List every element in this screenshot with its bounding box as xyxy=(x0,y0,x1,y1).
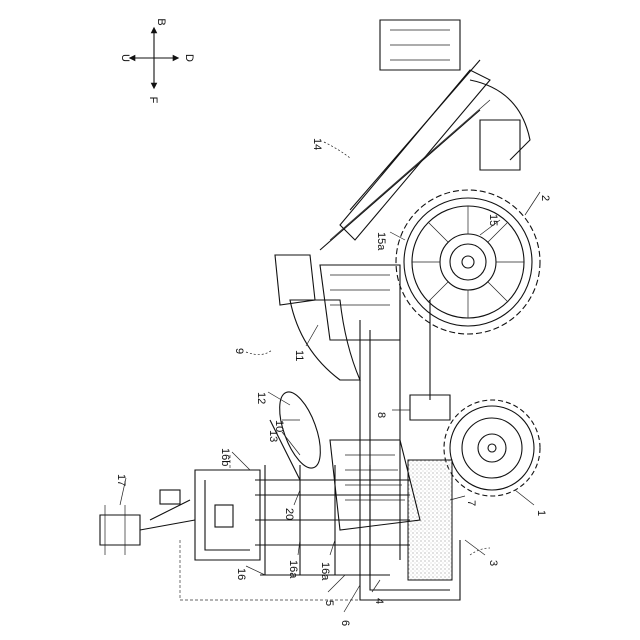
label-15a: 15a xyxy=(375,232,387,251)
label-16a-2: 16a xyxy=(319,562,331,581)
label-1: 1 xyxy=(535,510,547,516)
mirror-assembly xyxy=(100,490,195,555)
label-2: 2 xyxy=(539,195,551,201)
label-20: 20 xyxy=(283,508,295,520)
direction-compass: B F U D xyxy=(119,18,195,103)
label-16b: 16b xyxy=(219,448,231,466)
label-15: 15 xyxy=(487,214,499,226)
label-16: 16 xyxy=(235,568,247,580)
compass-front-label: F xyxy=(147,97,159,104)
rear-wheel xyxy=(396,190,540,334)
label-9: 9 xyxy=(233,348,245,354)
label-7: 7 xyxy=(465,500,477,506)
label-16a-1: 16a xyxy=(287,560,299,579)
label-6: 6 xyxy=(339,620,351,626)
label-3: 3 xyxy=(487,560,499,566)
label-11: 11 xyxy=(293,350,305,361)
compass-up-label: U xyxy=(119,54,131,62)
part-labels: 1 2 3 4 5 6 7 8 9 10 11 12 13 14 15 15a … xyxy=(115,138,551,626)
front-wheel xyxy=(444,400,540,496)
label-5: 5 xyxy=(323,600,335,606)
label-12: 12 xyxy=(255,392,267,404)
label-14: 14 xyxy=(311,138,323,150)
label-4: 4 xyxy=(373,598,385,604)
label-8: 8 xyxy=(375,412,387,418)
vehicle-frame xyxy=(270,255,460,600)
compass-down-label: D xyxy=(183,54,195,62)
label-13: 13 xyxy=(267,430,279,442)
compass-back-label: B xyxy=(155,18,167,25)
leader-lines xyxy=(120,142,540,612)
